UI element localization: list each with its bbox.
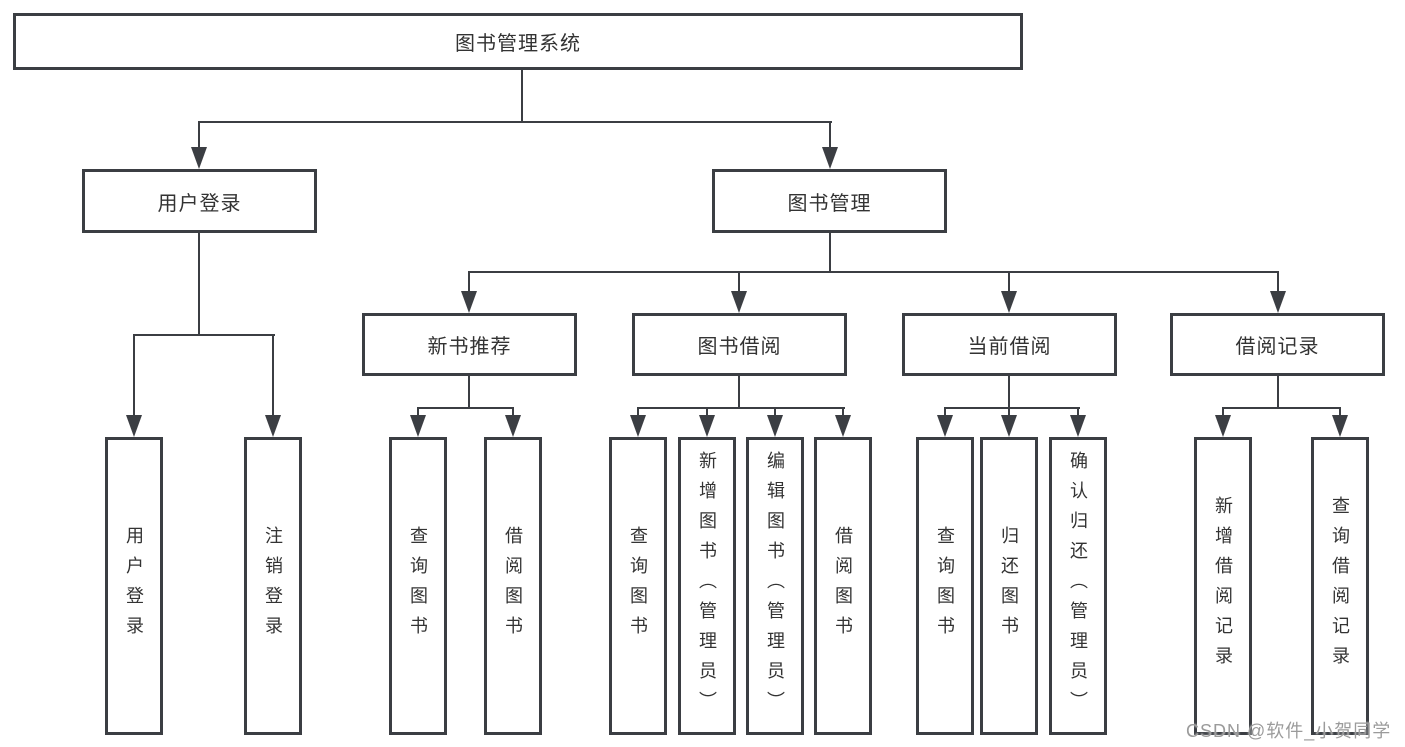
arrow-down-icon xyxy=(1270,291,1286,313)
arrow-down-icon xyxy=(505,415,521,437)
arrow-down-icon xyxy=(265,415,281,437)
connector-line xyxy=(198,121,200,151)
connector-line xyxy=(944,407,1080,409)
leaf-edit-book-admin: 编辑图书（管理员） xyxy=(746,437,804,735)
node-new-book-recommend: 新书推荐 xyxy=(362,313,577,376)
leaf-add-book-admin-label: 新增图书（管理员） xyxy=(697,451,717,721)
node-library-system: 图书管理系统 xyxy=(13,13,1023,70)
leaf-user-login-label: 用户登录 xyxy=(124,526,144,646)
arrow-down-icon xyxy=(835,415,851,437)
node-book-borrowing-label: 图书借阅 xyxy=(697,336,782,358)
node-book-management: 图书管理 xyxy=(712,169,947,233)
arrow-down-icon xyxy=(699,415,715,437)
connector-line xyxy=(272,334,274,418)
arrow-down-icon xyxy=(461,291,477,313)
connector-line xyxy=(1222,407,1341,409)
connector-line xyxy=(1277,376,1279,409)
node-user-login: 用户登录 xyxy=(82,169,317,233)
leaf-add-book-admin: 新增图书（管理员） xyxy=(678,437,736,735)
node-book-borrowing: 图书借阅 xyxy=(632,313,847,376)
connector-line xyxy=(468,271,470,295)
connector-line xyxy=(637,407,639,419)
connector-line xyxy=(842,407,844,419)
arrow-down-icon xyxy=(937,415,953,437)
connector-line xyxy=(512,407,514,419)
connector-line xyxy=(1339,407,1341,419)
leaf-add-borrow-record-label: 新增借阅记录 xyxy=(1213,496,1233,676)
leaf-edit-book-admin-label: 编辑图书（管理员） xyxy=(765,451,785,721)
connector-line xyxy=(521,70,523,123)
connector-line xyxy=(417,407,514,409)
arrow-down-icon xyxy=(1332,415,1348,437)
leaf-logout-label: 注销登录 xyxy=(263,526,283,646)
node-borrow-records-label: 借阅记录 xyxy=(1235,336,1320,358)
leaf-logout: 注销登录 xyxy=(244,437,302,735)
node-borrow-records: 借阅记录 xyxy=(1170,313,1385,376)
connector-line xyxy=(1077,407,1079,419)
leaf-borrow-books-borrowing-label: 借阅图书 xyxy=(833,526,853,646)
arrow-down-icon xyxy=(630,415,646,437)
arrow-down-icon xyxy=(191,147,207,169)
leaf-confirm-return-admin: 确认归还（管理员） xyxy=(1049,437,1107,735)
leaf-query-books-borrowing: 查询图书 xyxy=(609,437,667,735)
connector-line xyxy=(1222,407,1224,419)
leaf-add-borrow-record: 新增借阅记录 xyxy=(1194,437,1252,735)
leaf-borrow-books-borrowing: 借阅图书 xyxy=(814,437,872,735)
node-current-borrowing-label: 当前借阅 xyxy=(967,336,1052,358)
node-new-book-recommend-label: 新书推荐 xyxy=(427,336,512,358)
leaf-confirm-return-admin-label: 确认归还（管理员） xyxy=(1068,451,1088,721)
leaf-query-books-current-label: 查询图书 xyxy=(935,526,955,646)
connector-line xyxy=(198,233,200,336)
arrow-down-icon xyxy=(1070,415,1086,437)
leaf-return-book: 归还图书 xyxy=(980,437,1038,735)
arrow-down-icon xyxy=(731,291,747,313)
connector-line xyxy=(198,121,832,123)
connector-line xyxy=(1277,271,1279,295)
connector-line xyxy=(133,334,135,418)
leaf-query-books-current: 查询图书 xyxy=(916,437,974,735)
leaf-user-login: 用户登录 xyxy=(105,437,163,735)
connector-line xyxy=(1008,407,1010,419)
node-current-borrowing: 当前借阅 xyxy=(902,313,1117,376)
arrow-down-icon xyxy=(1001,415,1017,437)
connector-line xyxy=(637,407,845,409)
arrow-down-icon xyxy=(822,147,838,169)
connector-line xyxy=(468,271,1279,273)
arrow-down-icon xyxy=(1215,415,1231,437)
connector-line xyxy=(774,407,776,419)
leaf-query-books-recommend: 查询图书 xyxy=(389,437,447,735)
leaf-query-books-recommend-label: 查询图书 xyxy=(408,526,428,646)
leaf-query-borrow-record-label: 查询借阅记录 xyxy=(1330,496,1350,676)
connector-line xyxy=(417,407,419,419)
leaf-query-borrow-record: 查询借阅记录 xyxy=(1311,437,1369,735)
connector-line xyxy=(738,376,740,409)
connector-line xyxy=(829,121,831,151)
node-book-management-label: 图书管理 xyxy=(787,192,872,215)
connector-line xyxy=(1008,271,1010,295)
leaf-return-book-label: 归还图书 xyxy=(999,526,1019,646)
arrow-down-icon xyxy=(767,415,783,437)
csdn-watermark: CSDN @软件_小贺同学 xyxy=(1186,721,1392,741)
connector-line xyxy=(706,407,708,419)
node-user-login-label: 用户登录 xyxy=(157,192,242,215)
arrow-down-icon xyxy=(126,415,142,437)
leaf-query-books-borrowing-label: 查询图书 xyxy=(628,526,648,646)
connector-line xyxy=(1008,376,1010,409)
leaf-borrow-books-recommend-label: 借阅图书 xyxy=(503,526,523,646)
connector-line xyxy=(944,407,946,419)
connector-line xyxy=(468,376,470,409)
connector-line xyxy=(738,271,740,295)
arrow-down-icon xyxy=(1001,291,1017,313)
connector-line xyxy=(133,334,275,336)
node-library-system-label: 图书管理系统 xyxy=(455,33,581,55)
connector-line xyxy=(829,233,831,273)
arrow-down-icon xyxy=(410,415,426,437)
leaf-borrow-books-recommend: 借阅图书 xyxy=(484,437,542,735)
